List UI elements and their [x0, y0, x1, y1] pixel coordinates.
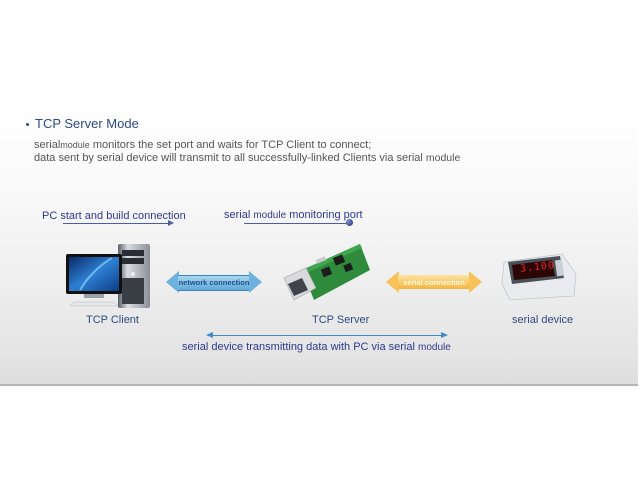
- label-text: serial: [224, 209, 254, 221]
- monitor-port-label: serial module monitoring port: [224, 209, 363, 221]
- data-flow-line: [212, 335, 442, 336]
- label-text: serial device transmitting data with PC …: [182, 341, 418, 353]
- desc-text: monitors the set port and waits for TCP …: [89, 139, 372, 151]
- network-connection-arrow: network connection: [166, 271, 262, 293]
- computer-icon: [62, 244, 162, 312]
- data-flow-label: serial device transmitting data with PC …: [182, 341, 451, 353]
- pc-start-label: PC start and build connection: [42, 210, 186, 222]
- pc-start-underline: [63, 223, 169, 224]
- desc-text: data sent by serial device will transmit…: [34, 152, 426, 164]
- section-title-text: TCP Server Mode: [35, 116, 139, 131]
- section-title: TCP Server Mode: [26, 116, 139, 131]
- label-text-small: module: [417, 342, 451, 353]
- arrow-right-icon: [441, 332, 448, 338]
- label-text-small: module: [253, 210, 287, 221]
- label-text: monitoring port: [286, 209, 363, 221]
- arrow-left-icon: [206, 332, 213, 338]
- network-connection-label: network connection: [178, 277, 250, 287]
- tcp-client-label: TCP Client: [86, 314, 139, 326]
- serial-device-label: serial device: [512, 314, 574, 326]
- desc-text-small: module: [425, 152, 461, 164]
- diagram-panel: [0, 100, 638, 386]
- desc-text-small: module: [60, 140, 90, 150]
- tcp-server-label: TCP Server: [312, 314, 370, 326]
- description-line-2: data sent by serial device will transmit…: [34, 152, 460, 164]
- serial-connection-label: serial connection: [403, 277, 465, 287]
- port-dot-icon: [346, 219, 353, 226]
- description-line-1: serialmodule monitors the set port and w…: [34, 139, 371, 151]
- bullet-icon: [26, 123, 29, 127]
- arrow-right-icon: [168, 220, 174, 226]
- monitor-underline: [244, 223, 348, 224]
- serial-module-board-icon: [282, 240, 372, 308]
- serial-device-icon: 3.100: [500, 248, 580, 302]
- desc-text: serial: [34, 139, 61, 151]
- serial-connection-arrow: serial connection: [386, 271, 482, 293]
